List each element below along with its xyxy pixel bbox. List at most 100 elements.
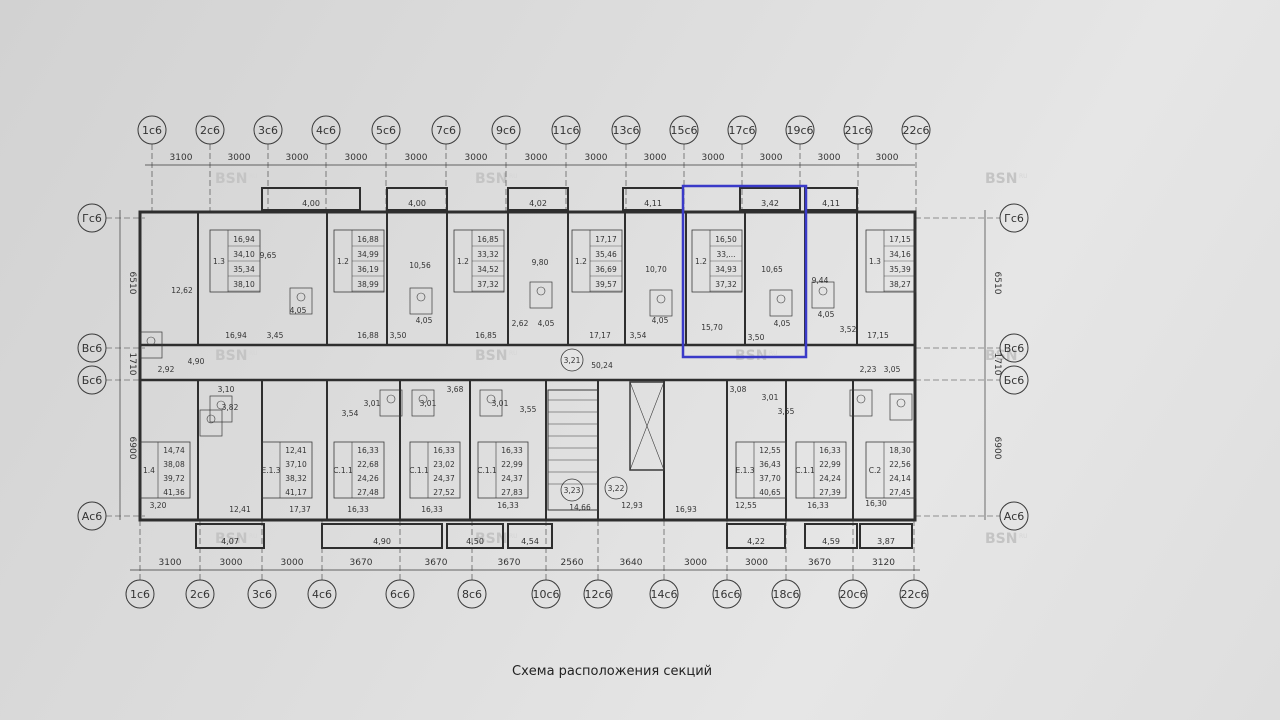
apartment-box-bottom bbox=[477, 441, 529, 499]
apartment-value: 27,48 bbox=[357, 488, 379, 497]
apartment-value: 35,39 bbox=[889, 265, 911, 274]
axis-label-top: 13с6 bbox=[612, 124, 639, 137]
stairwell bbox=[547, 389, 599, 511]
toilet-icon bbox=[896, 398, 906, 408]
watermark-text: BSN bbox=[985, 531, 1017, 547]
balcony-area-bottom: 3,87 bbox=[877, 537, 895, 546]
axis-label-bottom: 2с6 bbox=[190, 588, 210, 601]
apartment-value: 38,32 bbox=[285, 474, 307, 483]
balcony-area-top: 4,11 bbox=[644, 199, 662, 208]
apartment-value: 34,99 bbox=[357, 250, 379, 259]
apartment-type: Е.1.3 bbox=[735, 466, 754, 475]
watermark-sub: RU bbox=[249, 533, 258, 540]
apartment-value: 22,99 bbox=[501, 460, 523, 469]
dim-label-top: 3000 bbox=[644, 153, 667, 163]
balcony-area-top: 3,42 bbox=[761, 199, 779, 208]
apartment-value: 39,57 bbox=[595, 280, 617, 289]
room-area-bottom: 17,37 bbox=[289, 505, 311, 514]
dim-label-right: 6510 bbox=[992, 272, 1002, 295]
balcony-area-bottom: 4,22 bbox=[747, 537, 765, 546]
axis-label-top: 2с6 bbox=[200, 124, 220, 137]
apartment-value: 12,55 bbox=[759, 446, 781, 455]
axis-label-top: 4с6 bbox=[316, 124, 336, 137]
toilet-icon bbox=[416, 292, 426, 302]
dim-label-bottom: 3640 bbox=[620, 558, 643, 568]
room-area-top: 3,50 bbox=[390, 331, 407, 340]
apartment-box-bottom bbox=[409, 441, 461, 499]
balcony-top bbox=[386, 187, 448, 211]
axis-label-top: 22с6 bbox=[902, 124, 929, 137]
apartment-value: 34,16 bbox=[889, 250, 911, 259]
apartment-value: 33,... bbox=[716, 250, 735, 259]
room-area-top: 15,70 bbox=[701, 323, 723, 332]
plan-caption: Схема расположения секций bbox=[512, 664, 713, 679]
axis-label-bottom: 6с6 bbox=[390, 588, 410, 601]
bathroom-fixture bbox=[849, 389, 873, 417]
axis-label-bottom: 20с6 bbox=[839, 588, 866, 601]
dim-label-top: 3000 bbox=[760, 153, 783, 163]
balcony-area-bottom: 4,90 bbox=[373, 537, 391, 546]
watermark-sub: RU bbox=[249, 350, 258, 357]
axis-label-left: Гс6 bbox=[82, 212, 102, 225]
room-area-bottom: 16,33 bbox=[497, 501, 519, 510]
watermark-sub: RU bbox=[509, 173, 518, 180]
dim-label-top: 3000 bbox=[525, 153, 548, 163]
apartment-value: 16,33 bbox=[433, 446, 455, 455]
room-area-top: 3,50 bbox=[748, 333, 765, 342]
balcony-area-top: 4,02 bbox=[529, 199, 547, 208]
apartment-value: 37,32 bbox=[477, 280, 499, 289]
axis-label-top: 19с6 bbox=[786, 124, 813, 137]
room-area-bottom: 16,33 bbox=[421, 505, 443, 514]
room-area-top: 4,05 bbox=[416, 316, 433, 325]
balcony-area-bottom: 4,50 bbox=[466, 537, 484, 546]
apartment-value: 24,26 bbox=[357, 474, 379, 483]
apartment-value: 18,30 bbox=[889, 446, 911, 455]
axis-label-top: 21с6 bbox=[844, 124, 871, 137]
apartment-value: 41,36 bbox=[163, 488, 185, 497]
axis-label-bottom: 14с6 bbox=[650, 588, 677, 601]
stair-label: 3,21 bbox=[564, 356, 581, 365]
room-area-top: 4,05 bbox=[290, 306, 307, 315]
axis-label-top: 1с6 bbox=[142, 124, 162, 137]
axis-label-bottom: 1с6 bbox=[130, 588, 150, 601]
balcony-area-bottom: 4,07 bbox=[221, 537, 239, 546]
apartment-type: 1.4 bbox=[143, 466, 155, 475]
room-area-bottom: 3,01 bbox=[762, 393, 779, 402]
bathroom-fixture bbox=[139, 331, 163, 359]
balcony-top bbox=[507, 187, 569, 211]
axis-label-bottom: 18с6 bbox=[772, 588, 799, 601]
toilet-icon bbox=[656, 294, 666, 304]
room-area-top: 4,05 bbox=[538, 319, 555, 328]
room-area-top: 16,88 bbox=[357, 331, 379, 340]
apartment-value: 16,85 bbox=[477, 235, 499, 244]
apartment-value: 24,24 bbox=[819, 474, 841, 483]
axis-label-top: 7с6 bbox=[436, 124, 456, 137]
watermark-sub: RU bbox=[1019, 173, 1028, 180]
axis-label-bottom: 22с6 bbox=[900, 588, 927, 601]
apartment-type: С.1.1 bbox=[477, 466, 497, 475]
room-area-top: 16,94 bbox=[225, 331, 247, 340]
apartment-value: 23,02 bbox=[433, 460, 455, 469]
room-area-bottom: 3,08 bbox=[730, 385, 747, 394]
room-area-top: 10,56 bbox=[409, 261, 431, 270]
apartment-value: 37,32 bbox=[715, 280, 737, 289]
room-area-top: 9,80 bbox=[532, 258, 549, 267]
axis-label-bottom: 3с6 bbox=[252, 588, 272, 601]
axis-label-bottom: 4с6 bbox=[312, 588, 332, 601]
apartment-value: 22,68 bbox=[357, 460, 379, 469]
apartment-value: 16,33 bbox=[357, 446, 379, 455]
bathroom-fixture bbox=[769, 289, 793, 317]
dim-label-top: 3000 bbox=[286, 153, 309, 163]
bathroom-fixture bbox=[209, 395, 233, 423]
dim-label-bottom: 3100 bbox=[159, 558, 182, 568]
dim-label-top: 3100 bbox=[170, 153, 193, 163]
apartment-type: 1.2 bbox=[457, 257, 469, 266]
room-area-bottom: 16,30 bbox=[865, 499, 887, 508]
dim-label-left: 1710 bbox=[127, 353, 137, 376]
balcony-area-bottom: 4,59 bbox=[822, 537, 840, 546]
room-area-top: 10,65 bbox=[761, 265, 783, 274]
apartment-value: 27,45 bbox=[889, 488, 911, 497]
room-area-bottom: 3,55 bbox=[520, 405, 537, 414]
balcony-bottom bbox=[507, 523, 553, 549]
apartment-box-bottom bbox=[795, 441, 847, 499]
